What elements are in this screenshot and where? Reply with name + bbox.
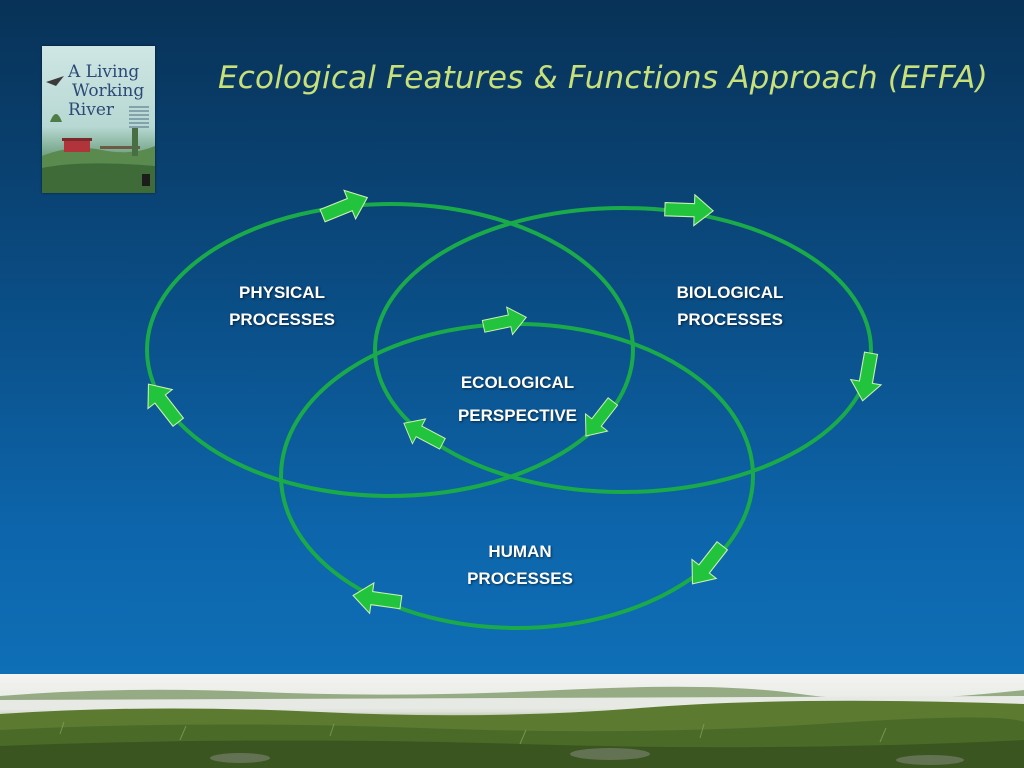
shoreline-illustration [0,686,1024,768]
book-title-line-2: Working [72,81,145,101]
red-building-icon [64,140,90,152]
cycle-arrow-icon [480,303,530,341]
book-title-line-1: A Living [68,62,140,82]
cycle-arrow-icon [350,579,404,619]
cycle-arrow-icon [846,350,887,405]
physical-processes-label: PHYSICAL PROCESSES [229,283,335,329]
venn-cycle-diagram [135,182,887,630]
river-landscape-photo [0,674,1024,768]
bird-icon [46,76,64,86]
human-processes-label: HUMAN PROCESSES [467,542,573,588]
physical-processes-ring [145,202,635,498]
cycle-arrow-icon [663,193,715,227]
book-text-block [129,106,149,128]
slide-title: Ecological Features & Functions Approach… [218,60,988,96]
book-title-line-3: River [68,100,115,120]
biological-processes-ring [373,206,873,494]
book-cover-image: A Living Working River [42,46,155,193]
book-illustration [42,76,155,193]
ecological-perspective-label: ECOLOGICAL PERSPECTIVE [457,373,578,425]
biological-processes-label: BIOLOGICAL PROCESSES [676,283,784,329]
